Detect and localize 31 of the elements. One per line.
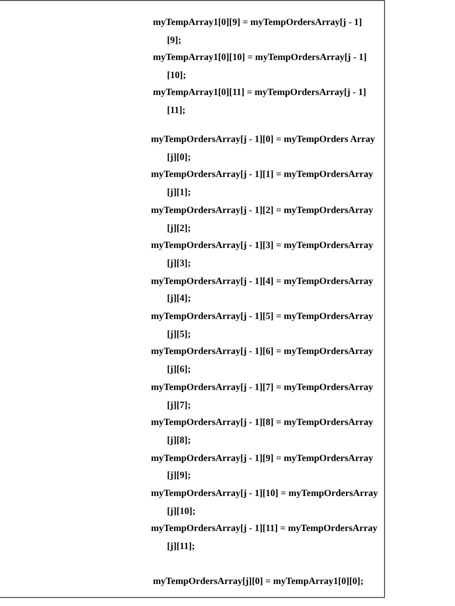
code-line: [j][2]; — [167, 222, 191, 234]
code-line: myTempOrdersArray[j - 1][10] = myTempOrdersArray — [151, 488, 378, 500]
code-line: [j][7]; — [167, 400, 191, 412]
code-line: myTempArray1[0][9] = myTempOrdersArray[j - 1] — [153, 17, 362, 29]
code-line: myTempOrdersArray[j][0] = myTempArray1[0][0]; — [153, 576, 364, 588]
code-line: [9]; — [167, 34, 182, 47]
code-line: myTempArray1[0][10] = myTempOrdersArray[j - 1] — [153, 52, 367, 64]
code-line: [j][4]; — [167, 293, 191, 306]
code-line: [j][0]; — [167, 152, 191, 164]
code-line: [j][1]; — [167, 187, 191, 200]
code-line: [11]; — [167, 105, 186, 117]
code-line: myTempOrdersArray[j - 1][2] = myTempOrdersArray — [151, 204, 374, 217]
code-line: [j][3]; — [167, 258, 191, 270]
code-line: myTempOrdersArray[j - 1][1] = myTempOrdersArray — [151, 169, 374, 182]
code-line: myTempOrdersArray[j - 1][9] = myTempOrdersArray — [151, 452, 374, 465]
code-line: myTempOrdersArray[j - 1][7] = myTempOrdersArray — [151, 382, 374, 394]
code-line: [j][11]; — [167, 541, 195, 554]
code-line: myTempOrdersArray[j - 1][6] = myTempOrdersArray — [151, 346, 374, 358]
code-line: [j][10]; — [167, 506, 196, 518]
code-line: myTempOrdersArray[j - 1][0] = myTempOrders Array — [151, 134, 375, 146]
code-line: myTempOrdersArray[j - 1][8] = myTempOrdersArray — [151, 417, 374, 430]
code-line: myTempOrdersArray[j - 1][11] = myTempOrdersArray — [151, 523, 378, 536]
code-line: [j][8]; — [167, 434, 191, 447]
code-line: myTempOrdersArray[j - 1][5] = myTempOrdersArray — [151, 311, 374, 323]
code-line: [j][9]; — [167, 470, 191, 482]
code-line: [10]; — [167, 70, 186, 82]
code-line: [j][5]; — [167, 328, 191, 341]
code-line: myTempOrdersArray[j - 1][4] = myTempOrdersArray — [151, 276, 374, 288]
code-line: [j][6]; — [167, 364, 191, 376]
code-line: myTempOrdersArray[j - 1][3] = myTempOrdersArray — [151, 240, 374, 252]
code-line: myTempArray1[0][11] = myTempOrdersArray[j - 1] — [153, 87, 366, 100]
